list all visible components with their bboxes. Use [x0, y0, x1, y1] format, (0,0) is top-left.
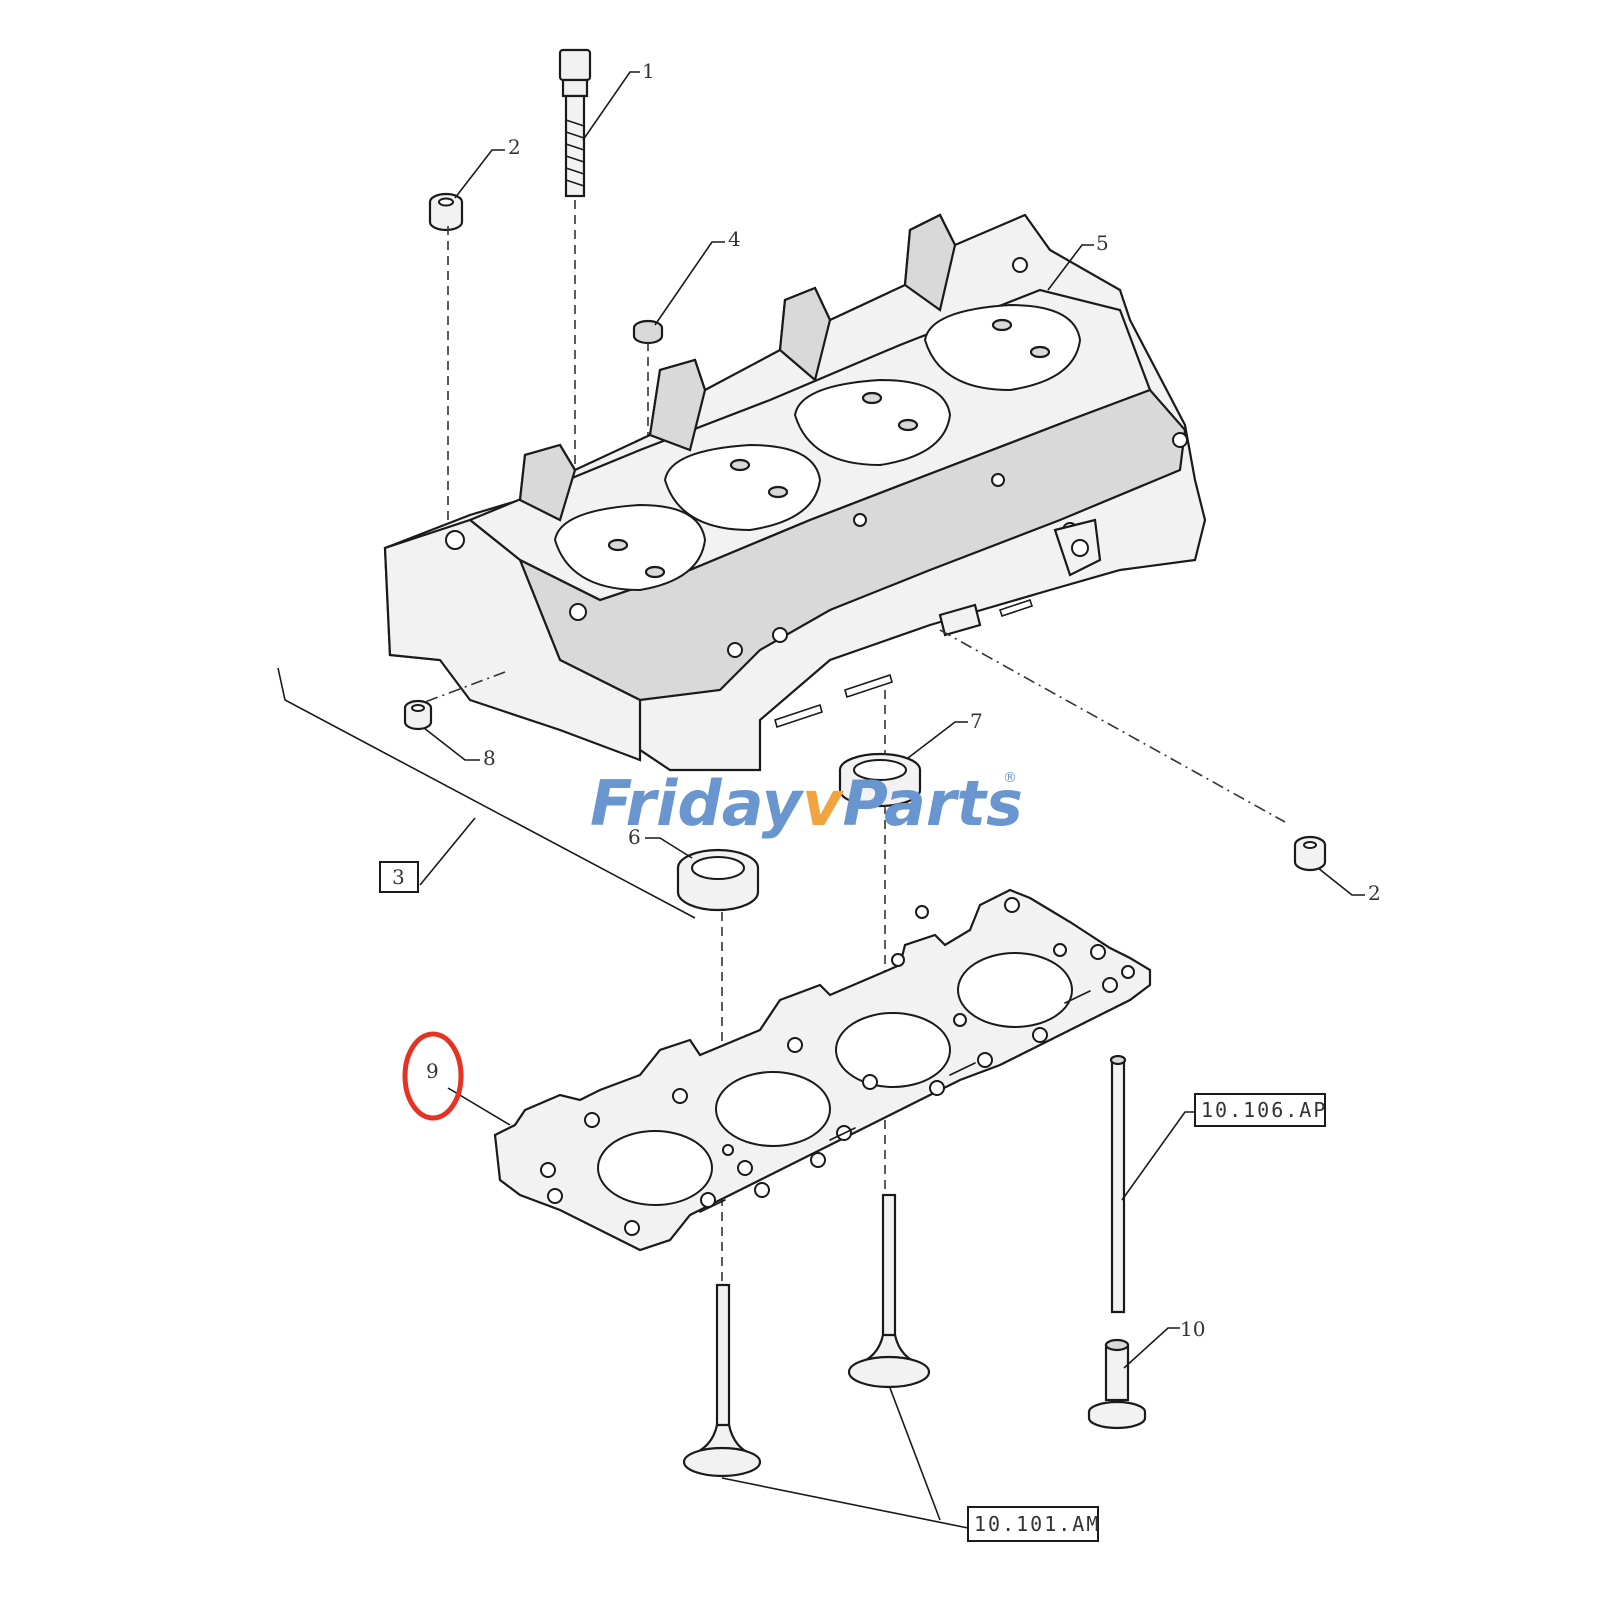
callout-1: 1 [642, 59, 655, 83]
callout-3: 3 [392, 865, 405, 889]
grommet-8[interactable] [403, 699, 433, 731]
gasket-slot-2 [829, 1127, 856, 1141]
gasket-slot-3 [949, 1062, 976, 1076]
callout-4: 4 [728, 227, 741, 251]
pushrod-ref-label: 10.106.AP [1201, 1098, 1327, 1122]
callout-3-box [379, 861, 419, 893]
valve-ref-leader-1 [721, 1477, 969, 1529]
gasket-slot-1 [699, 1199, 726, 1213]
valve-ref-label: 10.101.AM [974, 1512, 1100, 1536]
intake-valve[interactable] [847, 1193, 931, 1389]
pushrod-ref-leader [1121, 1111, 1198, 1201]
callout-2-right: 2 [1368, 881, 1381, 905]
callout-7: 7 [970, 709, 983, 733]
valve-ref-leader-2 [889, 1387, 941, 1521]
highlight-circle-part-9 [402, 1031, 464, 1121]
callout-leader-1 [582, 71, 640, 141]
callout-leader-5 [1047, 244, 1094, 291]
grommet-right-axis-line [939, 629, 1286, 823]
callout-leader-6 [645, 837, 693, 859]
callout-leader-3 [419, 817, 476, 886]
cylinder-head[interactable] [383, 213, 1207, 772]
callout-leader-10 [1123, 1327, 1180, 1369]
kit-bracket-line [277, 667, 696, 919]
tappet[interactable] [1087, 1338, 1147, 1430]
callout-leader-2-top [454, 149, 505, 199]
gasket-slot-4 [1064, 990, 1091, 1004]
watermark-text: FridayvParts [590, 767, 1023, 840]
callout-leader-2-right [1317, 867, 1365, 896]
plug[interactable] [632, 319, 664, 345]
valve-ref-box[interactable] [967, 1506, 1099, 1542]
watermark-registered: ® [1003, 770, 1017, 786]
valve-seal-6[interactable] [676, 848, 760, 912]
head-bolt[interactable] [558, 48, 592, 198]
head-gasket[interactable] [493, 888, 1152, 1252]
callout-9: 9 [426, 1059, 439, 1083]
callout-5: 5 [1096, 231, 1109, 255]
pushrod[interactable] [1109, 1054, 1127, 1314]
watermark-logo: FridayvParts ® [590, 767, 1023, 840]
gasket-holes [540, 897, 1135, 1236]
grommet-top[interactable] [428, 192, 464, 232]
callout-leader-7 [907, 721, 968, 759]
valve-stem-bosses [607, 318, 1051, 579]
grommet-right[interactable] [1293, 835, 1327, 872]
callout-2-top: 2 [508, 135, 521, 159]
pushrod-ref-box[interactable] [1194, 1093, 1326, 1127]
callout-10: 10 [1180, 1317, 1205, 1341]
callout-leader-8 [423, 727, 480, 761]
exhaust-valve[interactable] [682, 1283, 762, 1478]
grommet-8-axis-line [424, 671, 506, 703]
valve-seal-7[interactable] [838, 752, 922, 808]
callout-leader-4 [654, 241, 725, 326]
callout-8: 8 [483, 746, 496, 770]
callout-6: 6 [628, 825, 641, 849]
